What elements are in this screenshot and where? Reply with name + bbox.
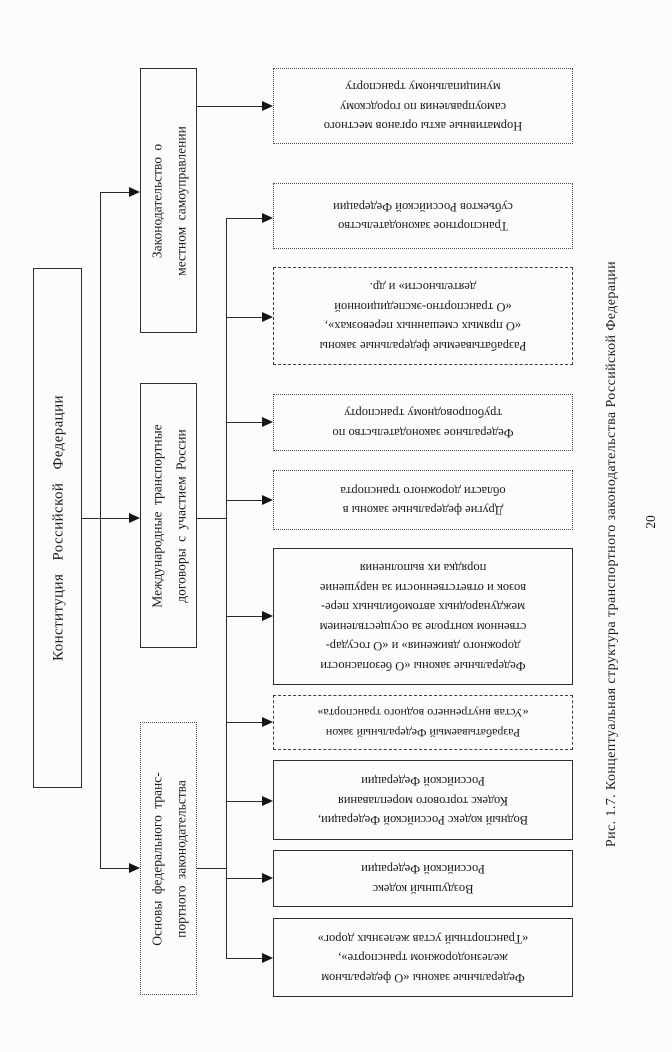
category-label-federal-transport-basics: Основы федерального транс- портного зако… xyxy=(148,771,188,946)
arrow-head-leaf-10 xyxy=(262,953,273,963)
arrow-head-category-2 xyxy=(129,513,140,523)
leaf-text-pipeline-legislation: Федеральное законодательство по трубопро… xyxy=(332,406,514,441)
figure-caption: Рис. 1.7. Концептуальная структура транс… xyxy=(598,223,626,885)
arrow-head-leaf-6 xyxy=(262,611,273,621)
arrow-head-leaf-8 xyxy=(262,796,273,806)
connector-to-leaf-9 xyxy=(226,878,262,879)
connector-to-category-2 xyxy=(82,518,130,519)
leaf-text-railway-laws: Федеральные законы «О федеральном железн… xyxy=(317,931,529,985)
arrow-head-leaf-9 xyxy=(262,873,273,883)
leaf-text-draft-inland-water-code: Разрабатываемый Федеральный закон «Устав… xyxy=(317,706,529,741)
connector-to-leaf-4 xyxy=(226,422,262,423)
arrow-head-leaf-4 xyxy=(262,417,273,427)
leaf-box-air-code: Воздушный кодекс Российской Федерации xyxy=(273,850,573,907)
leaf-box-municipal-acts: Нормативные акты органов местного самоуп… xyxy=(273,68,573,144)
leaf-box-other-road-laws: Другие федеральные законы в области доро… xyxy=(273,470,573,530)
connector-to-category-3 xyxy=(100,868,130,869)
connector-category-2-to-trunk xyxy=(197,518,227,519)
constitution-label: Конституция Российской Федерации xyxy=(49,395,66,661)
connector-to-leaf-2 xyxy=(226,218,262,219)
connector-to-leaf-8 xyxy=(226,801,262,802)
leaf-text-draft-federal-laws: Разрабатываемые федеральные законы «О пр… xyxy=(319,280,527,354)
leaf-box-pipeline-legislation: Федеральное законодательство по трубопро… xyxy=(273,394,573,451)
arrow-head-leaf-3 xyxy=(262,312,273,322)
figure-caption-text: Рис. 1.7. Концептуальная структура транс… xyxy=(604,260,619,848)
arrow-head-leaf-1 xyxy=(262,101,273,111)
connector-root-trunk xyxy=(100,192,101,869)
leaf-text-regional-legislation: Транспортное законодательство субъектов … xyxy=(333,200,513,234)
leaf-text-air-code: Воздушный кодекс Российской Федерации xyxy=(361,862,485,897)
connector-to-leaf-1 xyxy=(197,106,262,107)
leaf-box-road-safety-laws: Федеральные законы «О безопасности дорож… xyxy=(273,548,573,685)
constitution-box: Конституция Российской Федерации xyxy=(33,268,82,788)
arrow-head-category-3 xyxy=(129,863,140,873)
category-box-international-treaties: Международные транспортные договоры с уч… xyxy=(140,383,197,648)
category-label-international-treaties: Международные транспортные договоры с уч… xyxy=(148,423,188,608)
leaf-box-railway-laws: Федеральные законы «О федеральном железн… xyxy=(273,918,573,997)
leaf-text-municipal-acts: Нормативные акты органов местного самоуп… xyxy=(323,80,523,134)
category-box-federal-transport-basics: Основы федерального транс- портного зако… xyxy=(140,722,197,995)
leaf-text-other-road-laws: Другие федеральные законы в области доро… xyxy=(340,484,506,518)
category-label-local-self-government: Законодательство о местном самоуправлени… xyxy=(148,125,188,276)
category-box-local-self-government: Законодательство о местном самоуправлени… xyxy=(140,68,197,333)
page-number: 20 xyxy=(641,505,661,539)
arrow-head-leaf-2 xyxy=(262,213,273,223)
arrow-head-leaf-7 xyxy=(262,717,273,727)
page-number-text: 20 xyxy=(643,515,658,529)
connector-leaf-trunk xyxy=(226,218,227,958)
connector-category-3-to-trunk xyxy=(197,868,227,869)
connector-to-leaf-3 xyxy=(226,317,262,318)
leaf-text-water-merchant-codes: Водный кодекс Российской Федерации, Коде… xyxy=(317,774,529,828)
connector-to-leaf-6 xyxy=(226,616,262,617)
leaf-box-regional-legislation: Транспортное законодательство субъектов … xyxy=(273,183,573,249)
connector-to-category-1 xyxy=(100,192,130,193)
leaf-box-water-merchant-codes: Водный кодекс Российской Федерации, Коде… xyxy=(273,760,573,840)
leaf-text-road-safety-laws: Федеральные законы «О безопасности дорож… xyxy=(319,561,527,674)
connector-to-leaf-5 xyxy=(226,500,262,501)
connector-to-leaf-7 xyxy=(226,722,262,723)
arrow-head-leaf-5 xyxy=(262,495,273,505)
leaf-box-draft-inland-water-code: Разрабатываемый Федеральный закон «Устав… xyxy=(273,695,573,750)
arrow-head-category-1 xyxy=(129,187,140,197)
connector-to-leaf-10 xyxy=(226,958,262,959)
leaf-box-draft-federal-laws: Разрабатываемые федеральные законы «О пр… xyxy=(273,267,573,365)
